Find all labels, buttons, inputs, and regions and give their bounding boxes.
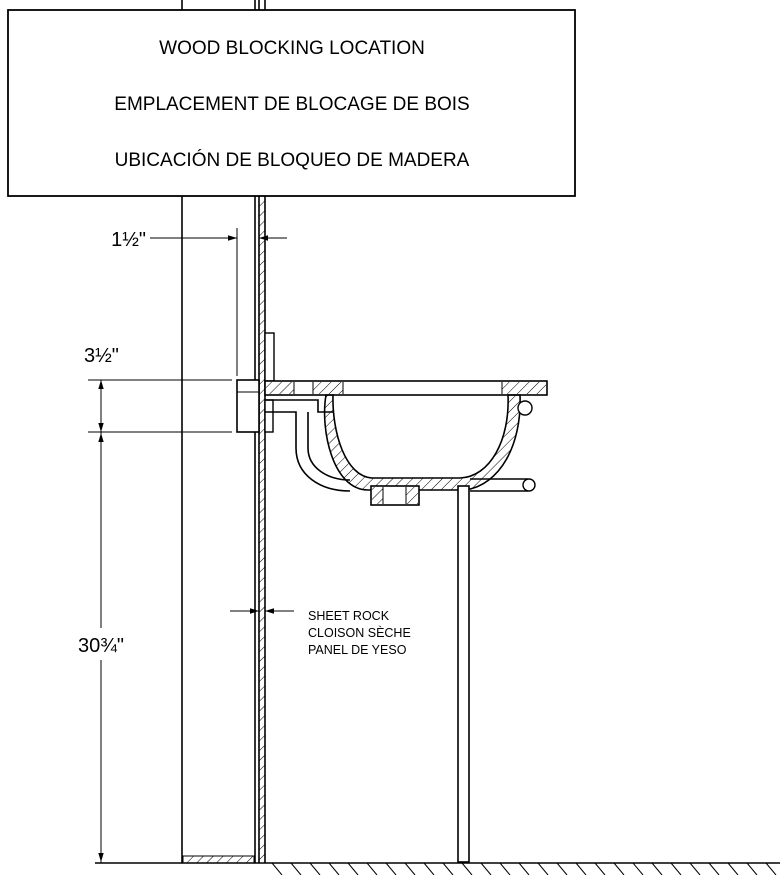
floor-hatch-line	[404, 862, 416, 875]
floor-hatch-line	[632, 862, 644, 875]
wood-blocking	[236, 379, 260, 433]
floor-hatch-line	[442, 862, 454, 875]
floor-hatch-line	[765, 862, 777, 875]
floor-hatch-line	[613, 862, 625, 875]
floor-hatch-line	[480, 862, 492, 875]
title-box: WOOD BLOCKING LOCATION EMPLACEMENT DE BL…	[7, 9, 576, 197]
floor-hatch-line	[651, 862, 663, 875]
floor-hatch-line	[309, 862, 321, 875]
floor-hatch-line	[575, 862, 587, 875]
floor-hatch-line	[271, 862, 283, 875]
dimension-blocking-depth: 1½"	[111, 228, 287, 376]
floor-hatch-line	[290, 862, 302, 875]
floor-hatch-line	[518, 862, 530, 875]
drain-pipe	[265, 399, 351, 492]
floor-hatch-line	[328, 862, 340, 875]
sink-basin	[264, 380, 548, 506]
floor-hatch-line	[385, 862, 397, 875]
floor-hatch-line	[670, 862, 682, 875]
floor-hatch-line	[537, 862, 549, 875]
title-line-english: WOOD BLOCKING LOCATION	[159, 38, 425, 59]
sink-leg	[457, 485, 470, 863]
towel-bar	[470, 478, 536, 492]
floor-hatch-line	[708, 862, 720, 875]
floor-hatch-line	[347, 862, 359, 875]
dimension-label-blocking-depth: 1½"	[111, 229, 146, 251]
title-line-spanish: UBICACIÓN DE BLOQUEO DE MADERA	[115, 149, 470, 171]
sheet-rock-label-en: SHEET ROCK	[308, 609, 390, 623]
sheet-rock-wall	[258, 0, 266, 863]
floor-hatch-line	[499, 862, 511, 875]
title-line-french: EMPLACEMENT DE BLOCAGE DE BOIS	[114, 94, 469, 115]
floor-hatch-line	[366, 862, 378, 875]
floor-hatch-line	[727, 862, 739, 875]
sheet-rock-callout: SHEET ROCK CLOISON SÈCHE PANEL DE YESO	[230, 608, 411, 657]
floor-hatch-line	[556, 862, 568, 875]
floor	[95, 855, 780, 875]
dimension-label-blocking-height: 3½"	[84, 345, 119, 367]
dimension-mount-height: 30¾"	[78, 432, 124, 863]
floor-hatch-line	[461, 862, 473, 875]
sheet-rock-label-fr: CLOISON SÈCHE	[308, 625, 411, 640]
floor-hatch-line	[746, 862, 758, 875]
floor-hatch-line	[689, 862, 701, 875]
floor-hatch-line	[594, 862, 606, 875]
dimension-blocking-height: 3½"	[84, 345, 232, 433]
dimension-label-mount-height: 30¾"	[78, 635, 124, 657]
floor-hatch-line	[423, 862, 435, 875]
sheet-rock-label-es: PANEL DE YESO	[308, 643, 407, 657]
wall-stud	[181, 0, 256, 863]
